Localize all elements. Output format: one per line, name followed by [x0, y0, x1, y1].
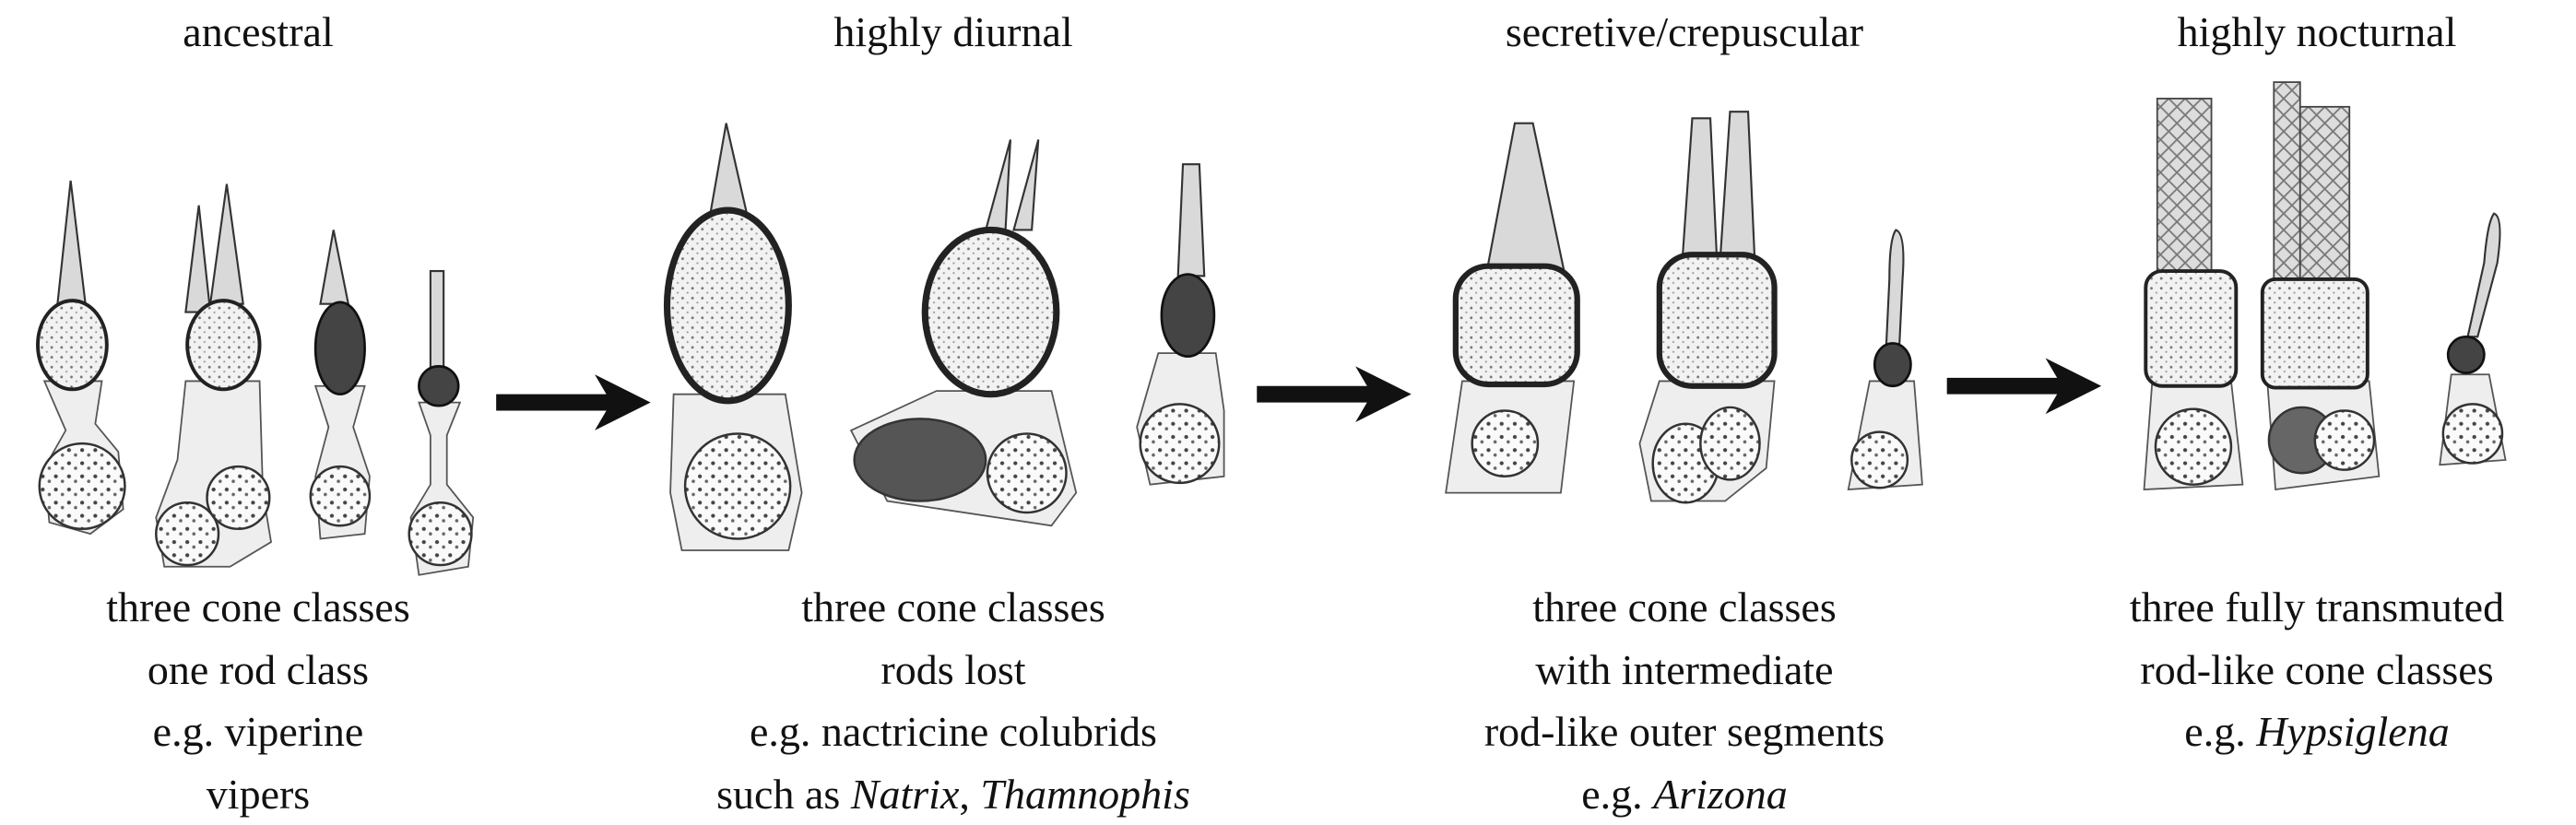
caption-line: vipers: [106, 763, 410, 825]
nucleus: [2156, 409, 2231, 485]
caption-nocturnal: three fully transmuted rod-like cone cla…: [2130, 576, 2504, 763]
outer-segment: [431, 271, 443, 370]
nucleus: [409, 502, 472, 565]
caption-line: e.g. viperine: [106, 701, 410, 763]
nucleus: [1472, 411, 1538, 477]
ancestral-rod: [409, 271, 473, 575]
ellipsoid: [2263, 279, 2368, 388]
caption-line: rod-like cone classes: [2130, 639, 2504, 701]
caption-line: with intermediate: [1484, 639, 1885, 701]
crepuscular-double-cone: [1639, 112, 1774, 502]
nucleus: [156, 502, 219, 565]
outer-segment: [320, 230, 348, 303]
outer-segment: [1487, 124, 1565, 271]
ellipsoid: [1874, 343, 1910, 385]
nocturnal-cone: [2145, 99, 2243, 489]
ellipsoid: [1660, 254, 1775, 386]
ancestral-double-cone: [156, 184, 271, 567]
nocturnal-small-cone: [2440, 214, 2505, 466]
stage-title-ancestral: ancestral: [183, 7, 333, 56]
nucleus: [40, 443, 125, 529]
ellipsoid: [667, 210, 788, 401]
caption-line: e.g. nactricine colubrids: [716, 701, 1190, 763]
nucleus: [685, 433, 790, 538]
arrow-right-icon: [1947, 358, 2102, 414]
nucleus: [1851, 432, 1908, 489]
caption-line: rod-like outer segments: [1484, 701, 1885, 763]
diurnal-double-cone: [851, 139, 1076, 525]
ellipsoid: [2448, 336, 2484, 372]
outer-segment: [2157, 99, 2212, 276]
nucleus: [207, 466, 270, 529]
outer-segment: [2468, 214, 2500, 337]
ellipsoid: [925, 230, 1057, 394]
nucleus: [1140, 404, 1220, 483]
diurnal-small-cone: [1137, 164, 1223, 484]
caption-line: three cone classes: [106, 576, 410, 639]
outer-segment: [57, 181, 85, 304]
ellipsoid: [419, 366, 458, 406]
caption-line: one rod class: [106, 639, 410, 701]
caption-line: three fully transmuted: [2130, 576, 2504, 639]
genus-name: Arizona: [1653, 771, 1788, 818]
outer-segment: [210, 184, 243, 304]
caption-diurnal: three cone classes rods lost e.g. nactri…: [716, 576, 1190, 825]
outer-segment: [1683, 118, 1717, 259]
crepuscular-small-cone: [1849, 230, 1922, 489]
caption-ancestral: three cone classes one rod class e.g. vi…: [106, 576, 410, 825]
outer-segment: [2274, 82, 2300, 288]
caption-line: such as Natrix, Thamnophis: [716, 763, 1190, 825]
stage-title-diurnal: highly diurnal: [833, 7, 1072, 56]
caption-line: e.g. Hypsiglena: [2130, 701, 2504, 763]
genus-name: Natrix: [851, 771, 960, 818]
nucleus: [2315, 411, 2374, 470]
ellipsoid: [1456, 266, 1578, 384]
caption-line: three cone classes: [716, 576, 1190, 639]
ellipsoid: [38, 301, 107, 389]
ellipsoid: [315, 302, 364, 395]
caption-line: rods lost: [716, 639, 1190, 701]
nucleus: [1700, 407, 1759, 479]
outer-segment: [986, 139, 1010, 230]
ellipsoid: [1162, 275, 1214, 357]
nocturnal-double-cone: [2263, 82, 2380, 489]
arrow-right-icon: [1257, 366, 1412, 422]
stage-title-nocturnal: highly nocturnal: [2178, 7, 2457, 56]
nucleus: [855, 418, 987, 501]
ancestral-cone-1: [38, 181, 124, 534]
crepuscular-cone: [1446, 124, 1578, 493]
caption-line: three cone classes: [1484, 576, 1885, 639]
outer-segment: [185, 206, 210, 312]
diurnal-large-cone: [667, 124, 801, 550]
stage-title-crepuscular: secretive/crepuscular: [1506, 7, 1863, 56]
outer-segment: [1886, 230, 1904, 348]
outer-segment: [1720, 112, 1755, 259]
arrow-right-icon: [496, 374, 651, 430]
caption-text: such as: [716, 771, 851, 818]
genus-name: Hypsiglena: [2256, 708, 2450, 755]
caption-line: e.g. Arizona: [1484, 763, 1885, 825]
separator: ,: [959, 771, 980, 818]
caption-text: e.g.: [1581, 771, 1653, 818]
outer-segment: [2300, 107, 2349, 288]
outer-segment: [710, 124, 748, 218]
genus-name: Thamnophis: [980, 771, 1189, 818]
outer-segment: [1013, 139, 1038, 230]
ancestral-cone-2: [311, 230, 370, 538]
ellipsoid: [2145, 271, 2236, 386]
outer-segment: [1178, 164, 1205, 276]
ellipsoid: [187, 301, 259, 389]
nucleus: [987, 433, 1067, 513]
nucleus: [2443, 404, 2502, 463]
caption-crepuscular: three cone classes with intermediate rod…: [1484, 576, 1885, 825]
caption-text: e.g.: [2184, 708, 2256, 755]
nucleus: [311, 466, 370, 525]
